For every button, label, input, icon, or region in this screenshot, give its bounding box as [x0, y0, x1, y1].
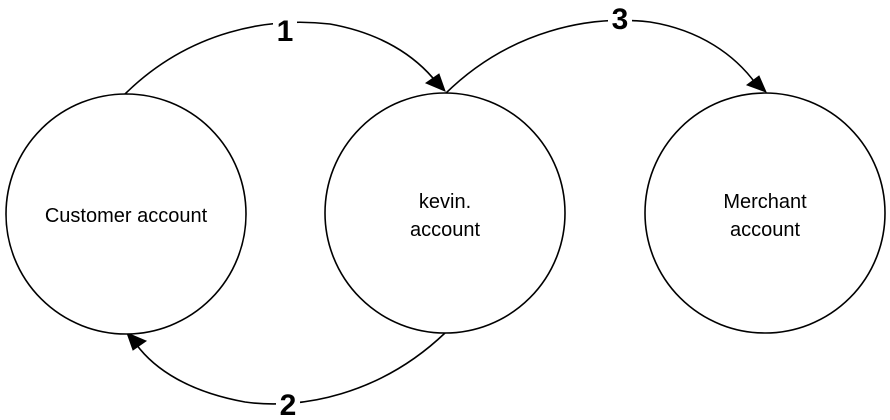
node-kevin-circle	[324, 92, 566, 334]
node-merchant-label-line-2: account	[730, 219, 800, 241]
node-customer-label: Customer account	[45, 205, 208, 227]
edge-2-arrowhead	[126, 332, 148, 351]
edge-labels: 1 3 2	[273, 2, 632, 420]
edge-1-label: 1	[277, 15, 294, 48]
node-merchant-label-line-1: Merchant	[723, 191, 807, 213]
edge-2-label: 2	[280, 389, 297, 420]
edge-3-path	[444, 19, 757, 95]
node-customer-circle	[5, 93, 247, 335]
edge-1-label-bg	[273, 12, 297, 44]
node-merchant-circle	[644, 92, 886, 334]
node-kevin-label-line-1: kevin.	[419, 191, 471, 213]
node-merchant-account: Merchant account	[644, 92, 886, 334]
edge-3-arrowhead	[745, 75, 767, 93]
edges	[124, 19, 767, 405]
edge-3-label: 3	[612, 3, 629, 36]
edge-1-path	[124, 21, 438, 95]
edge-3-label-bg	[608, 2, 632, 34]
edge-2-label-bg	[276, 388, 300, 420]
edge-1-arrowhead	[424, 73, 446, 92]
node-kevin-label-line-2: account	[410, 219, 480, 241]
node-kevin-account: kevin. account	[324, 92, 566, 334]
edge-2-path	[135, 332, 446, 405]
node-customer-account: Customer account	[5, 93, 247, 335]
